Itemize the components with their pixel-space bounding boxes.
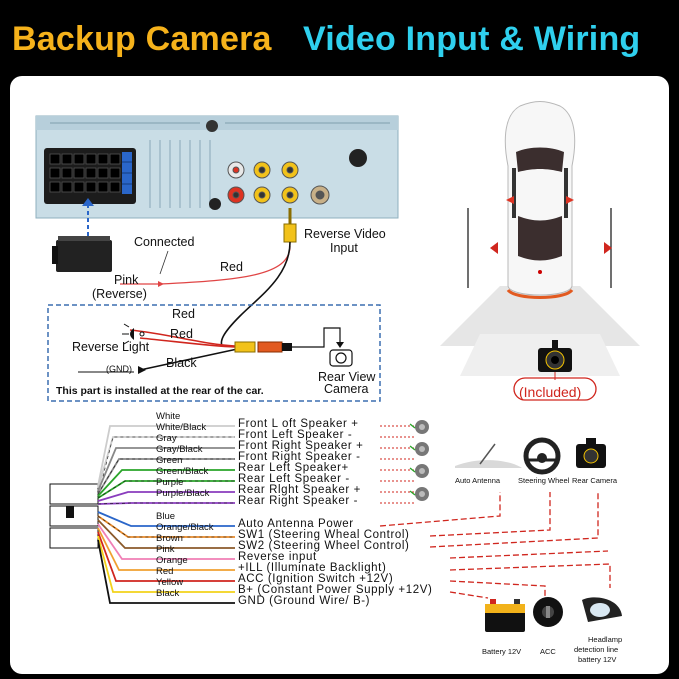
wire-function-label: Rear Left Speaker - <box>238 473 350 485</box>
wire-function-label: B+ (Constant Power Supply +12V) <box>238 584 433 596</box>
reverse-label: (Reverse) <box>92 287 147 301</box>
head-unit-rear-panel <box>35 115 399 219</box>
wire-function-label: SW1 (Steering Wheal Control) <box>238 529 410 541</box>
wire-function-label: Front L oft Speaker + <box>238 418 359 430</box>
connected-pointer <box>159 250 169 275</box>
wiring-diagram <box>35 101 640 632</box>
wire-color-label: Gray <box>156 433 177 444</box>
wire-color-label: Yellow <box>156 577 184 588</box>
wire-function-label: Rear Rlght Speaker + <box>238 484 361 496</box>
wiring-diagram-panel: Connected Pink (Reverse) Red Reverse Vid… <box>10 76 669 674</box>
gnd-label: (GND) <box>106 364 132 374</box>
pink-label: Pink <box>114 273 139 287</box>
wire-color-label: Orange/Black <box>156 522 214 533</box>
black-label: Black <box>166 356 197 370</box>
harness-wires <box>97 425 235 604</box>
wire-color-label: Purple <box>156 477 184 488</box>
wire-color-label: Blue <box>156 511 176 522</box>
camera-label: Camera <box>324 382 369 396</box>
wire-function-label: Reverse input <box>238 551 317 563</box>
headlamp-icon <box>582 597 622 622</box>
wire-color-label: White/Black <box>156 422 207 433</box>
wire-function-label: Front Right Speaker + <box>238 440 364 452</box>
inline-rca-connector <box>234 341 292 353</box>
rear-view-camera-icon <box>329 349 353 367</box>
rear-install-box <box>47 304 381 402</box>
wire-function-label: Rear Left Speaker+ <box>238 462 349 474</box>
rear-view-label: Rear View <box>318 370 376 384</box>
device-wire-routes <box>379 492 611 599</box>
wire-color-label: Green/Black <box>156 466 209 477</box>
wire-color-label: Pink <box>156 544 175 555</box>
rear-camera-device-icon <box>576 438 606 468</box>
wire-color-label: Gray/Black <box>156 444 203 455</box>
steering-wheel-label: Steering Wheel <box>518 476 570 485</box>
title-video-input-wiring: Video Input & Wiring <box>303 20 641 58</box>
wire-color-label: Green <box>156 455 183 466</box>
steering-wheel-icon <box>523 437 561 475</box>
battery-icon <box>485 599 525 632</box>
rear-camera-label: Rear Camera <box>572 476 618 485</box>
wire-color-label: Brown <box>156 533 183 544</box>
speaker-icons <box>415 420 429 501</box>
pink-reverse-adapter <box>52 236 112 272</box>
video-cable <box>220 241 291 347</box>
wire-function-label: GND (Ground Wire/ B-) <box>238 595 371 607</box>
reverse-video-label: Reverse Video <box>304 227 386 241</box>
input-label: Input <box>330 241 358 255</box>
wire-function-label: Front Right Speaker - <box>238 451 361 463</box>
wire-color-label: Red <box>156 566 174 577</box>
title-backup-camera: Backup Camera <box>12 20 272 58</box>
detection-line-label: detection line <box>574 645 619 654</box>
included-label: (Included) <box>519 384 582 400</box>
wire-function-label: +ILL (Illuminate Backlight) <box>238 562 387 574</box>
red-wire-label: Red <box>220 260 243 274</box>
battery-label: Battery 12V <box>482 647 522 656</box>
wire-color-label: White <box>156 411 181 422</box>
reverse-video-plug <box>283 208 297 243</box>
reverse-light-icon <box>122 323 145 345</box>
red-label-1: Red <box>172 307 195 321</box>
headlamp-battery-label: battery 12V <box>578 655 617 664</box>
wire-function-label: Rear Right Speaker - <box>238 495 359 507</box>
wire-color-label: Purple/Black <box>156 488 210 499</box>
connected-label: Connected <box>134 235 195 249</box>
harness-connector <box>49 483 99 549</box>
wire-function-label: Front Left Speaker - <box>238 429 353 441</box>
auto-antenna-label: Auto Antenna <box>455 476 501 485</box>
acc-ignition-icon <box>533 597 563 627</box>
wire-function-label: SW2 (Steering Wheel Control) <box>238 540 410 552</box>
wire-function-label: Auto Antenna Power <box>238 518 354 530</box>
header-bar: Backup Camera Video Input & Wiring <box>0 0 679 72</box>
headlamp-label: Headlamp <box>588 635 623 644</box>
acc-label: ACC <box>540 647 556 656</box>
included-pill <box>513 377 597 401</box>
car-illustration <box>440 101 640 376</box>
reverse-light-label: Reverse Light <box>72 340 150 354</box>
included-camera-icon <box>538 340 572 372</box>
red-label-2: Red <box>170 327 193 341</box>
wire-function-label: ACC (Ignition Switch +12V) <box>238 573 394 585</box>
wire-color-label: Orange <box>156 555 188 566</box>
wire-color-label: Black <box>156 588 180 599</box>
auto-antenna-icon <box>455 443 522 468</box>
rear-install-note: This part is installed at the rear of th… <box>56 385 264 397</box>
